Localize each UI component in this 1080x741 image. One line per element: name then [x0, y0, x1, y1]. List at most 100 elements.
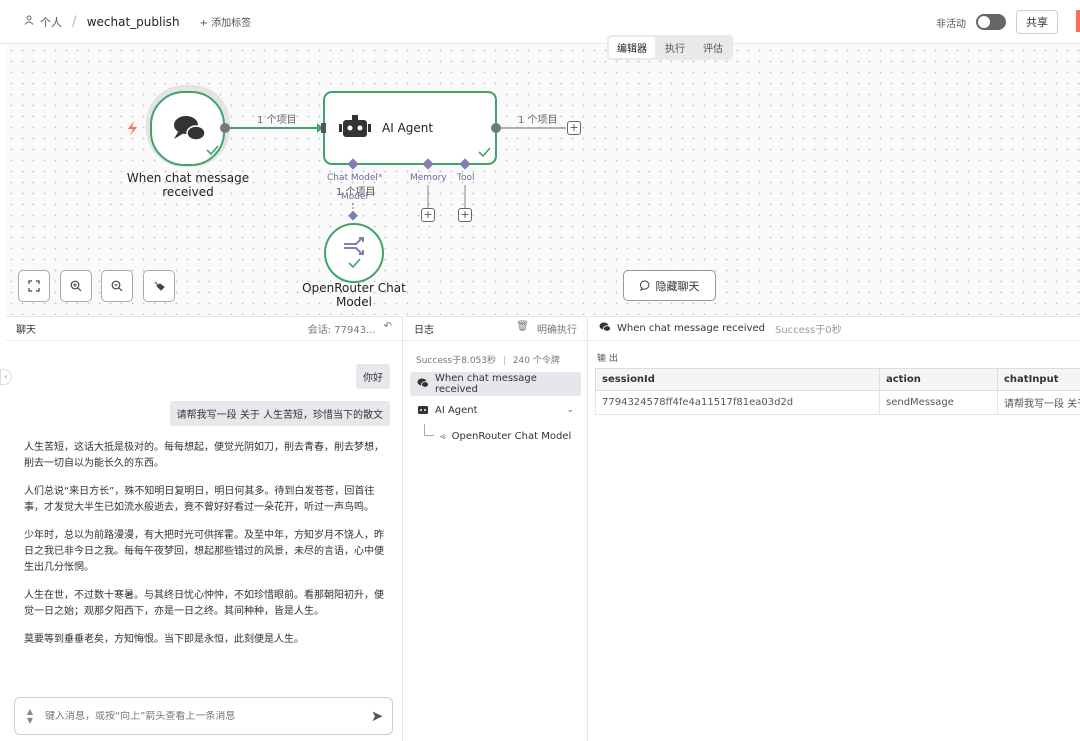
column-header[interactable]: action — [879, 368, 998, 391]
chat-bubbles-icon — [599, 322, 611, 335]
workflow-canvas[interactable]: 编辑器 执行 评估 — [6, 35, 1080, 315]
chat-bubbles-icon — [174, 116, 206, 141]
log-item-label: When chat message received — [435, 373, 537, 395]
log-panel: 日志 🗑 明确执行 Success于8.053秒 | 240 个令牌 When … — [404, 316, 588, 741]
share-button[interactable]: 共享 — [1016, 10, 1058, 34]
log-item-label: AI Agent — [435, 404, 478, 416]
output-panel: When chat message received Success于0秒 输 … — [589, 316, 1080, 741]
robot-icon — [417, 404, 429, 417]
broom-icon — [154, 281, 165, 291]
chevron-up-icon[interactable]: ▲ — [26, 707, 34, 716]
model-edge-count: 1 个项目 — [336, 187, 376, 198]
log-meta-separator: | — [502, 356, 506, 366]
log-item-model[interactable]: ⪡ OpenRouter Chat Model — [410, 424, 581, 448]
bot-paragraph: 人们总说“来日方长”，殊不知明日复明日，明日何其多。待到白发苍苍，回首往事，才发… — [24, 486, 375, 513]
chat-bubble-icon — [639, 280, 649, 291]
crumb-separator: / — [72, 13, 77, 30]
tab-editor[interactable]: 编辑器 — [609, 37, 655, 58]
tab-executions[interactable]: 执行 — [665, 44, 685, 55]
add-tag-button[interactable]: + 添加标签 — [199, 18, 252, 29]
hide-chat-label: 隐藏聊天 — [655, 279, 700, 293]
session-id-label[interactable]: 会话: 77943... — [307, 325, 376, 336]
active-toggle[interactable] — [976, 14, 1006, 30]
add-tool-button[interactable]: + — [458, 208, 472, 222]
crumb-personal[interactable]: 个人 — [40, 15, 62, 29]
robot-icon — [339, 115, 371, 137]
chat-panel-title: 聊天 — [16, 325, 36, 336]
log-item-agent[interactable]: AI Agent ⌄ — [410, 398, 581, 422]
port-memory-label: Memory — [410, 173, 447, 183]
chevron-down-icon[interactable]: ⌄ — [566, 405, 574, 415]
table-cell: 请帮我写一段 关于 — [997, 390, 1080, 415]
workflow-name[interactable]: wechat_publish — [86, 14, 180, 29]
log-panel-title: 日志 — [414, 325, 434, 336]
clear-execution-label: 明确执行 — [537, 325, 577, 336]
save-button-edge[interactable] — [1076, 10, 1080, 32]
chat-bubbles-icon — [417, 378, 429, 391]
table-cell: 7794324578ff4fe4a11517f81ea03d2d — [595, 390, 880, 415]
column-header[interactable]: sessionId — [595, 368, 880, 391]
zoom-out-icon — [111, 280, 123, 292]
bot-paragraph: 莫要等到垂垂老矣，方知悔恨。当下即是永恒，此刻便是人生。 — [24, 634, 304, 645]
bot-message: 人生苦短，这话大抵是极对的。每每想起，便觉光阴如刀，削去青春，削去梦想，削去一切… — [24, 440, 389, 660]
add-memory-button[interactable]: + — [421, 208, 435, 222]
fit-view-button[interactable] — [18, 270, 50, 302]
mode-tabs: 编辑器 执行 评估 — [607, 35, 733, 60]
model-edge-label: Model — [341, 192, 369, 202]
history-arrows[interactable]: ▲▼ — [15, 707, 45, 725]
bot-paragraph: 少年时，总以为前路漫漫，有大把时光可供挥霍。及至中年，方知岁月不饶人，昨日之我已… — [24, 530, 384, 573]
trigger-label-line1: When chat message — [126, 171, 250, 185]
output-label: 输 出 — [597, 354, 618, 364]
collapse-panel-button[interactable]: ‹ — [0, 369, 12, 385]
user-message: 请帮我写一段 关于 人生苦短，珍惜当下的散文 — [169, 401, 390, 426]
add-node-after-agent-button[interactable]: + — [567, 121, 581, 135]
model-node — [324, 223, 384, 283]
agent-node-title: AI Agent — [382, 121, 434, 135]
table-cell: sendMessage — [879, 390, 998, 415]
model-check-icon — [348, 258, 361, 269]
output-status: Success于0秒 — [774, 325, 842, 336]
expand-icon — [28, 280, 40, 292]
agent-check-icon — [478, 147, 491, 158]
tab-evaluations[interactable]: 评估 — [703, 44, 723, 55]
lightning-icon — [128, 121, 137, 136]
openrouter-icon: ⪡ — [440, 430, 446, 442]
model-node-label: OpenRouter Chat Model — [294, 281, 414, 309]
user-message: 你好 — [356, 364, 390, 389]
openrouter-icon — [344, 237, 364, 255]
log-item-trigger[interactable]: When chat message received — [410, 372, 581, 396]
clear-execution-button[interactable]: 🗑 明确执行 — [516, 321, 577, 336]
table-row: 7794324578ff4fe4a11517f81ea03d2d sendMes… — [595, 390, 1080, 415]
column-header[interactable]: chatInput — [997, 368, 1080, 391]
trash-icon: 🗑 — [516, 321, 529, 332]
trigger-label-line2: received — [162, 185, 214, 199]
port-chat-model-label: Chat Model* — [327, 173, 383, 183]
zoom-in-icon — [70, 280, 82, 292]
port-tool-label: Tool — [457, 173, 475, 183]
chat-input-box: ▲▼ ➤ — [14, 697, 393, 735]
chevron-down-icon[interactable]: ▼ — [26, 716, 34, 725]
edge-item-count-1: 1 个项目 — [257, 115, 297, 126]
tidy-up-button[interactable] — [143, 270, 175, 302]
hide-chat-button[interactable]: 隐藏聊天 — [623, 270, 716, 301]
edge-item-count-2: 1 个项目 — [518, 115, 558, 126]
log-token-count: 240 个令牌 — [512, 356, 560, 366]
log-success-time: Success于8.053秒 — [416, 356, 496, 366]
output-table: sessionId action chatInput 7794324578ff4… — [595, 368, 1080, 415]
model-label-line2: Model — [335, 295, 373, 309]
trigger-output-port — [220, 123, 230, 133]
user-icon — [24, 15, 34, 28]
chat-panel: 聊天 会话: 77943... ↶ 你好 请帮我写一段 关于 人生苦短，珍惜当下… — [6, 316, 403, 741]
zoom-out-button[interactable] — [101, 270, 133, 302]
chat-message-input[interactable] — [45, 710, 362, 722]
send-icon[interactable]: ➤ — [370, 707, 384, 725]
canvas-graph — [128, 85, 566, 283]
log-meta: Success于8.053秒 | 240 个令牌 — [404, 341, 587, 372]
top-header: 个人 / wechat_publish + 添加标签 非活动 共享 — [0, 0, 1080, 44]
zoom-in-button[interactable] — [60, 270, 92, 302]
bot-paragraph: 人生在世，不过数十寒暑。与其终日忧心忡忡，不如珍惜眼前。看那朝阳初升，便觉一日之… — [24, 590, 384, 617]
active-status-label: 非活动 — [936, 18, 966, 30]
trigger-node-label: When chat message received — [118, 171, 258, 199]
reset-session-icon[interactable]: ↶ — [383, 321, 392, 332]
breadcrumb: 个人 / wechat_publish + 添加标签 — [24, 14, 251, 30]
